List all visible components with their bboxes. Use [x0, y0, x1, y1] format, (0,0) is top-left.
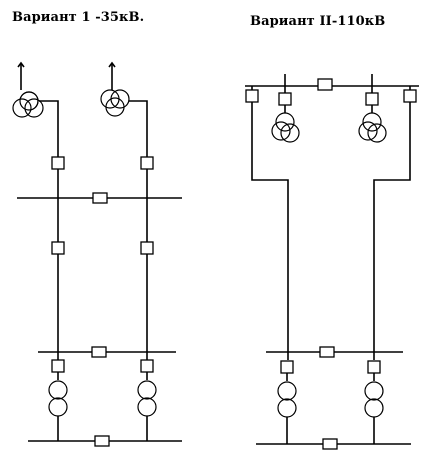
breaker-icon — [280, 360, 294, 374]
breaker-icon — [140, 156, 154, 170]
variant-1-busbar-upper — [17, 192, 182, 204]
bus-coupler-breaker-icon — [94, 435, 110, 447]
variant-1-right-branch — [100, 61, 157, 441]
transformer-icon — [271, 112, 300, 143]
bus-coupler-breaker-icon — [91, 346, 107, 358]
breaker-icon — [365, 92, 379, 106]
transformer-icon — [277, 381, 297, 418]
variant-2-busbar-middle — [266, 346, 403, 358]
bus-coupler-breaker-icon — [317, 78, 333, 91]
wire — [373, 102, 411, 360]
transformer-icon — [358, 112, 387, 143]
wire — [251, 102, 289, 360]
bus-coupler-breaker-icon — [319, 346, 335, 358]
variant-2-line-left — [245, 86, 289, 360]
variant-1-left-branch — [12, 61, 68, 441]
breaker-icon — [51, 359, 65, 373]
wire — [129, 100, 148, 157]
breaker-icon — [140, 359, 154, 373]
variant-2-lower-right — [364, 360, 384, 444]
breaker-icon — [245, 89, 259, 103]
variant-2-busbar-top — [245, 74, 419, 91]
breaker-icon — [367, 360, 381, 374]
variant-2-title: Вариант II-110кВ — [250, 14, 386, 29]
transformer-icon — [48, 380, 68, 417]
variant-2-line-right — [373, 86, 417, 360]
variant-2-transformer-feeder-right — [358, 86, 387, 143]
variant-1-title: Вариант 1 -35кВ. — [12, 10, 145, 25]
variant-2-diagram — [245, 74, 419, 450]
bus-coupler-breaker-icon — [92, 192, 108, 204]
bus-coupler-breaker-icon — [322, 438, 338, 450]
variant-2-lower-left — [277, 360, 297, 444]
breaker-icon — [278, 92, 292, 106]
variant-1-diagram — [12, 61, 182, 447]
breaker-icon — [51, 156, 65, 170]
breaker-icon — [51, 241, 65, 255]
variant-2-transformer-feeder-left — [271, 86, 300, 143]
variant-1-busbar-bottom — [28, 435, 182, 447]
variant-2-busbar-bottom — [256, 438, 411, 450]
transformer-icon — [137, 380, 157, 417]
variant-1-busbar-middle — [38, 346, 176, 358]
transformer-icon — [12, 91, 44, 118]
transformer-icon — [364, 381, 384, 418]
wire — [39, 100, 59, 157]
breaker-icon — [140, 241, 154, 255]
breaker-icon — [403, 89, 417, 103]
transformer-icon — [100, 89, 130, 117]
